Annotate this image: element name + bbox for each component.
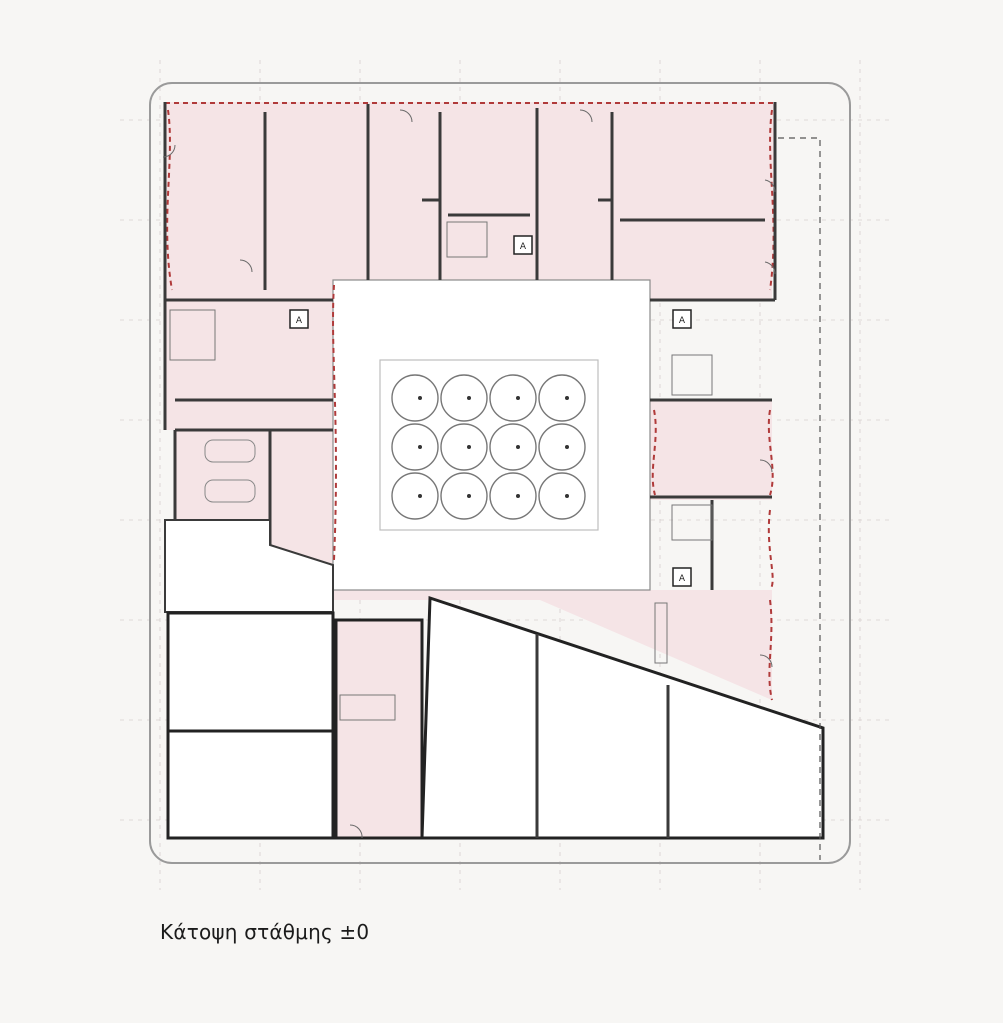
column-icon [489, 423, 537, 471]
column-center-dot [565, 396, 569, 400]
drawing-caption: Κάτοψη στάθμης ±0 [160, 920, 370, 944]
column-center-dot [418, 396, 422, 400]
column-icon [391, 423, 439, 471]
column-center-dot [418, 445, 422, 449]
lift-label: A [520, 242, 527, 252]
column-icon [440, 374, 488, 422]
site-boundary-dashed [778, 137, 821, 860]
lift-label: A [296, 316, 303, 326]
site-outline [149, 82, 851, 864]
lift-label: A [679, 574, 686, 584]
lift-label: A [679, 316, 686, 326]
central-courtyard [332, 279, 651, 591]
column-center-dot [418, 494, 422, 498]
column-icon [538, 374, 586, 422]
door-icon [162, 109, 776, 839]
column-icon [538, 423, 586, 471]
column-center-dot [565, 445, 569, 449]
column-icon [489, 374, 537, 422]
facade-accent-lines [165, 102, 775, 701]
column-icon [391, 374, 439, 422]
stair-icon [169, 221, 713, 721]
column-grid [391, 374, 586, 520]
column-center-dot [516, 494, 520, 498]
column-icon [538, 472, 586, 520]
column-center-dot [565, 494, 569, 498]
column-center-dot [467, 396, 471, 400]
column-center-dot [467, 445, 471, 449]
south-blocks [164, 519, 825, 840]
column-center-dot [516, 445, 520, 449]
column-center-dot [467, 494, 471, 498]
column-icon [440, 423, 488, 471]
courtyard-inner-plinth [379, 359, 599, 531]
column-center-dot [516, 396, 520, 400]
column-icon [391, 472, 439, 520]
column-icon [440, 472, 488, 520]
car-icon [204, 439, 256, 503]
lift-icon: A A A A [289, 235, 692, 587]
column-icon [489, 472, 537, 520]
